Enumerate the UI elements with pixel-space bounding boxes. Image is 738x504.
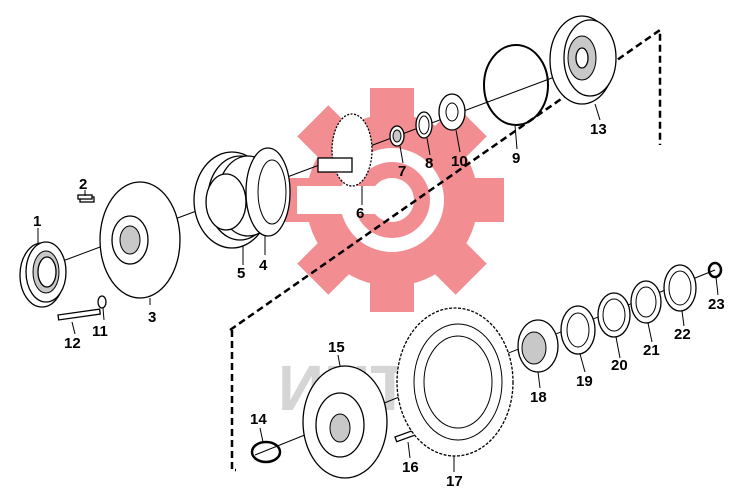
part-shim-washer [438,93,466,131]
callout-2: 2 [79,176,87,193]
part-snap-ring [245,147,291,237]
callout-16: 16 [402,459,419,476]
callout-21: 21 [643,342,660,359]
part-cover [549,15,617,105]
part-circlip [415,111,433,139]
dashed-frame-upper [229,27,662,332]
part-housing [79,181,181,299]
part-ring-gear [396,307,514,457]
callout-13: 13 [590,121,607,138]
part-ring-small [707,261,723,279]
part-shim-20 [597,292,631,338]
part-bearing-small [389,125,405,147]
part-o-ring-small [250,440,282,464]
callout-14: 14 [250,411,267,428]
callout-9: 9 [512,150,520,167]
part-shim-21 [630,280,662,324]
callout-labels: 1 2 3 4 5 6 7 8 10 9 13 11 12 14 15 16 1… [33,121,725,490]
callout-4: 4 [259,257,268,274]
callout-20: 20 [611,357,628,374]
part-bolt [57,295,107,321]
callout-3: 3 [148,309,156,326]
callout-23: 23 [708,296,725,313]
callout-18: 18 [530,389,547,406]
part-gear-shaft [317,113,373,187]
callout-7: 7 [398,163,406,180]
callout-12: 12 [64,335,81,352]
part-o-ring-large [483,44,549,126]
part-differential-case [302,365,388,479]
callout-1: 1 [33,213,41,230]
part-bearing [517,319,559,373]
leader-lines [37,103,719,472]
callout-6: 6 [356,205,364,222]
callout-19: 19 [576,373,593,390]
callout-22: 22 [674,326,691,343]
callout-5: 5 [237,265,245,282]
callout-8: 8 [425,155,433,172]
callout-10: 10 [451,153,468,170]
part-shim-22 [663,264,697,312]
part-seal [19,241,67,308]
callout-17: 17 [446,473,463,490]
dashed-frame-lower [230,330,236,472]
part-shim-19 [560,305,596,355]
callout-15: 15 [328,339,345,356]
callout-11: 11 [92,323,108,340]
